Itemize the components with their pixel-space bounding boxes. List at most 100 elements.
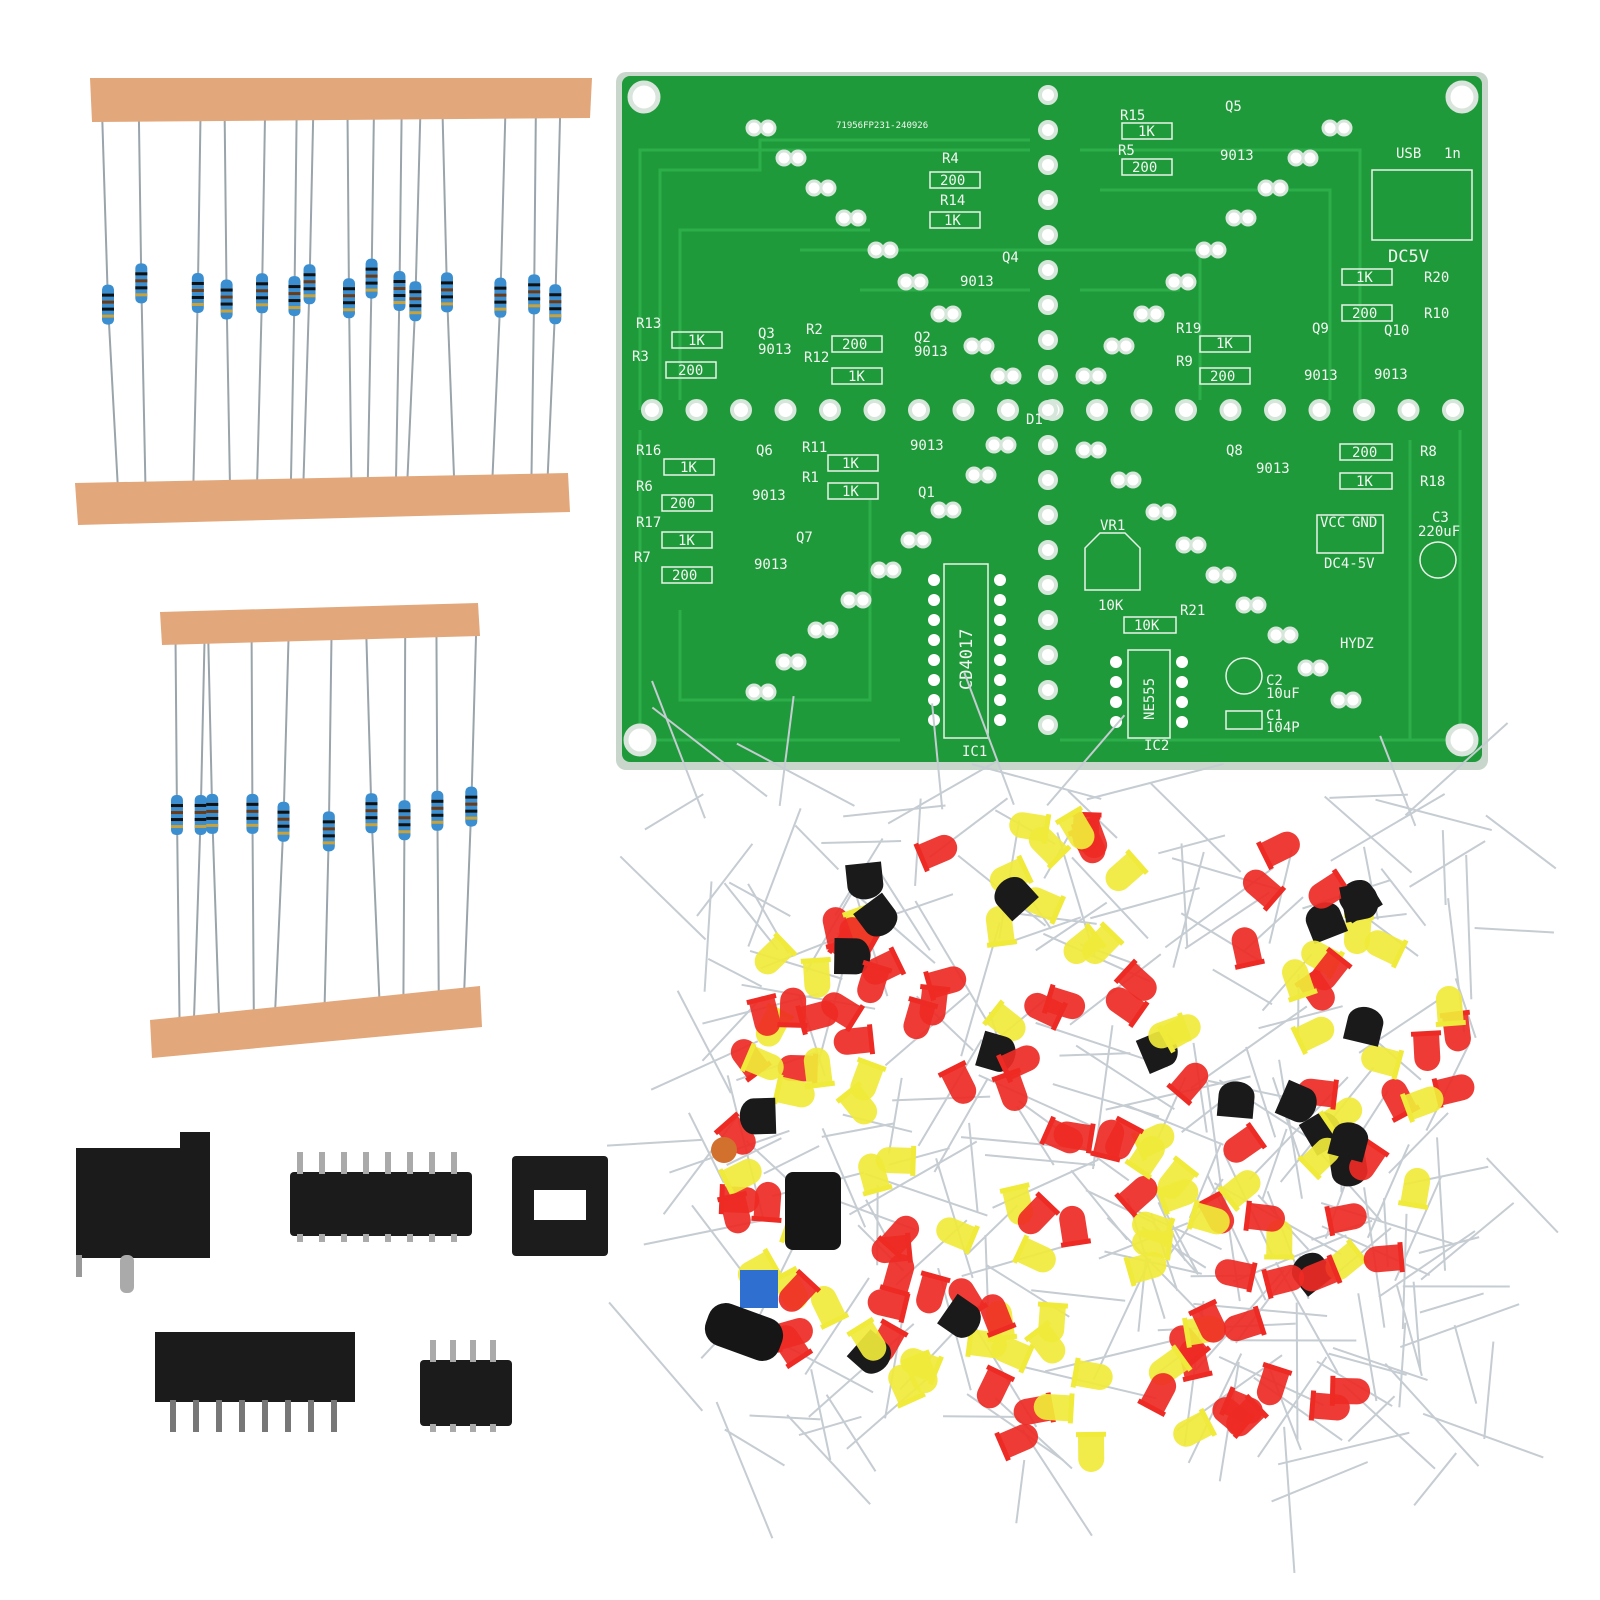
solder-pad <box>835 209 853 227</box>
led <box>982 999 1026 1042</box>
solder-pad <box>1287 149 1305 167</box>
resistor-band <box>322 820 335 824</box>
ceramic-capacitor <box>711 1137 737 1163</box>
socket-pin <box>193 1400 199 1432</box>
led-lead <box>1347 1395 1396 1443</box>
resistor-band <box>494 286 507 290</box>
resistor-band <box>365 816 378 820</box>
label-1n: 1n <box>1444 146 1461 162</box>
solder-pad <box>1175 536 1193 554</box>
solder-pad <box>1038 260 1058 280</box>
led-body <box>1242 869 1283 909</box>
mounting-hole <box>1445 723 1479 757</box>
solder-pad <box>1335 119 1353 137</box>
solder-pad <box>819 399 841 421</box>
led <box>1075 1431 1107 1472</box>
led-lead <box>1388 1112 1449 1174</box>
solder-pad <box>1209 241 1227 259</box>
led-rim <box>996 1053 1014 1084</box>
solder-pad <box>1175 399 1197 421</box>
silkscreen-labels: 71956FP231-240926 R4 200 R14 1K Q4 9013 … <box>632 99 1461 760</box>
resistor-band <box>342 287 355 291</box>
led <box>1024 1319 1066 1364</box>
led <box>717 1158 762 1198</box>
led-body <box>833 1026 872 1055</box>
label-vr1: VR1 <box>1100 518 1125 534</box>
led-rim <box>994 1431 1011 1462</box>
value: 200 <box>842 337 867 353</box>
led <box>1017 1191 1061 1235</box>
led <box>713 1111 756 1155</box>
led-body <box>1435 986 1464 1024</box>
resistor-band <box>440 295 453 299</box>
resistor-strip-small <box>150 603 482 1058</box>
led-rim <box>804 1080 836 1090</box>
value: 1K <box>688 333 705 349</box>
led <box>1114 1175 1158 1219</box>
led <box>1435 986 1466 1028</box>
solder-pad <box>854 591 872 609</box>
ic-pin <box>341 1152 347 1174</box>
led <box>1157 1155 1200 1199</box>
value: 1K <box>842 484 859 500</box>
led-rim <box>1128 1000 1150 1029</box>
label-d1: D1 <box>1026 412 1043 428</box>
led-body <box>1363 1244 1402 1273</box>
led <box>1033 1393 1075 1424</box>
led-rim <box>1252 1305 1267 1336</box>
led-body <box>1148 1015 1189 1049</box>
led-lead <box>703 881 713 992</box>
led-lead <box>794 824 840 871</box>
ic-chip-8pin <box>420 1340 512 1432</box>
led-body <box>1256 1365 1290 1406</box>
led-body <box>1033 1393 1072 1422</box>
tape-top <box>90 78 592 122</box>
led-rim <box>1012 1234 1030 1264</box>
led-rim <box>986 939 1018 948</box>
solder-pad <box>1038 680 1058 700</box>
resistor-band <box>549 293 562 297</box>
label-r8: R8 <box>1420 444 1437 460</box>
led-lead <box>971 763 1102 800</box>
led-lead <box>968 1122 979 1213</box>
led-lead <box>798 1415 862 1437</box>
label-r6: R6 <box>636 479 653 495</box>
ic-pin <box>450 1424 456 1432</box>
led-lead <box>1474 926 1554 934</box>
led <box>1105 849 1149 892</box>
solder-pad <box>1176 716 1188 728</box>
solder-pad <box>775 149 793 167</box>
led-rim <box>1188 1298 1218 1317</box>
label-r7: R7 <box>634 550 651 566</box>
ic-pin <box>429 1234 435 1242</box>
resistor-band <box>393 301 406 305</box>
led-rim <box>1085 1123 1096 1154</box>
led-rim <box>879 1284 910 1298</box>
solder-pad <box>840 591 858 609</box>
resistor <box>549 284 562 325</box>
resistor-band <box>303 287 316 291</box>
led-rim <box>1176 1012 1192 1043</box>
led <box>937 1059 977 1104</box>
led-body <box>888 1364 923 1406</box>
led-rim <box>1435 1019 1466 1028</box>
label-r10: R10 <box>1424 306 1449 322</box>
led-rim <box>773 931 798 957</box>
led-body <box>743 1045 784 1081</box>
led-lead <box>1328 1352 1407 1376</box>
led <box>716 1190 751 1234</box>
led <box>1282 959 1318 1003</box>
led-lead <box>643 1216 775 1246</box>
led-lead <box>1277 1431 1410 1466</box>
led-body <box>1361 1045 1401 1078</box>
resistor-band <box>393 287 406 291</box>
solder-pad <box>1038 365 1058 385</box>
resistor-band <box>431 813 444 817</box>
led-rim <box>1039 1115 1056 1146</box>
led-lead <box>1086 762 1224 801</box>
resistor <box>194 794 207 835</box>
solder-pad <box>1038 715 1058 735</box>
led <box>903 996 939 1040</box>
solder-pad <box>994 574 1006 586</box>
